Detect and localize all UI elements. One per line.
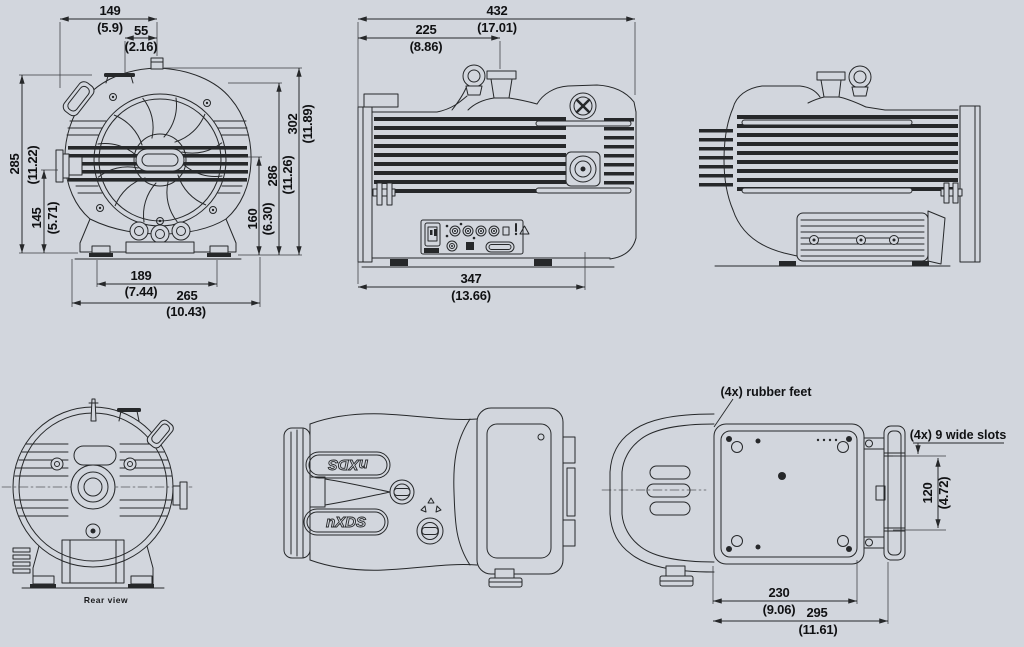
dim-120-inch: (4.72): [936, 477, 951, 510]
rear-view-drawing: [1, 398, 193, 589]
side-view-dimensions: 432 (17.01) 225 (8.86) 347 (13.66): [357, 3, 636, 303]
nxds-logo: nXDS: [326, 514, 366, 531]
dim-432-mm: 432: [486, 3, 507, 18]
dim-160-mm: 160: [245, 208, 260, 229]
dim-189-mm: 189: [130, 268, 151, 283]
connector-panel: [420, 219, 530, 255]
dim-347-inch: (13.66): [451, 288, 491, 303]
dim-265-mm: 265: [176, 288, 197, 303]
dim-225-inch: (8.86): [410, 39, 443, 54]
top-view-drawing: [283, 407, 576, 588]
exhaust-port: [62, 81, 95, 117]
nxds-logo-rotated: nXDS: [328, 456, 368, 473]
dim-145-mm: 145: [29, 207, 44, 228]
dim-265-inch: (10.43): [166, 304, 206, 319]
front-view-drawing: [55, 57, 252, 260]
rubber-feet-annotation: (4x) rubber feet: [721, 385, 813, 399]
dim-189-inch: (7.44): [125, 284, 158, 299]
dim-230-inch: (9.06): [763, 602, 796, 617]
bottom-view-dimensions: (4x) rubber feet (4x) 9 wide slots 120 (…: [712, 385, 1007, 637]
dim-432-inch: (17.01): [477, 20, 517, 35]
side-view-silencer-drawing: [699, 65, 981, 267]
dim-149-mm: 149: [99, 3, 120, 18]
dim-145-inch: (5.71): [45, 202, 60, 235]
dim-302-mm: 302: [285, 113, 300, 134]
dim-295-mm: 295: [806, 605, 827, 620]
dim-286-inch: (11.26): [280, 155, 295, 194]
dim-285-mm: 285: [7, 153, 22, 174]
dim-120-mm: 120: [920, 482, 935, 503]
rear-view-label: Rear view: [84, 595, 128, 605]
dim-55-mm: 55: [134, 23, 148, 38]
dim-347-mm: 347: [460, 271, 481, 286]
dim-160-inch: (6.30): [260, 203, 275, 236]
dim-225-mm: 225: [415, 22, 436, 37]
bottom-view-drawing: [601, 413, 906, 587]
dim-285-inch: (11.22): [25, 145, 40, 184]
dim-302-inch: (11.89): [300, 104, 315, 143]
front-view-dimensions: 149 (5.9) 55 (2.16) 285 (11.22) 145 (5.7…: [7, 3, 315, 319]
dim-230-mm: 230: [768, 585, 789, 600]
dim-295-inch: (11.61): [798, 622, 837, 637]
side-view-connector-drawing: [357, 64, 637, 268]
dim-286-mm: 286: [265, 165, 280, 186]
dim-149-inch: (5.9): [97, 20, 123, 35]
wide-slots-annotation: (4x) 9 wide slots: [910, 428, 1007, 442]
dim-55-inch: (2.16): [125, 39, 158, 54]
